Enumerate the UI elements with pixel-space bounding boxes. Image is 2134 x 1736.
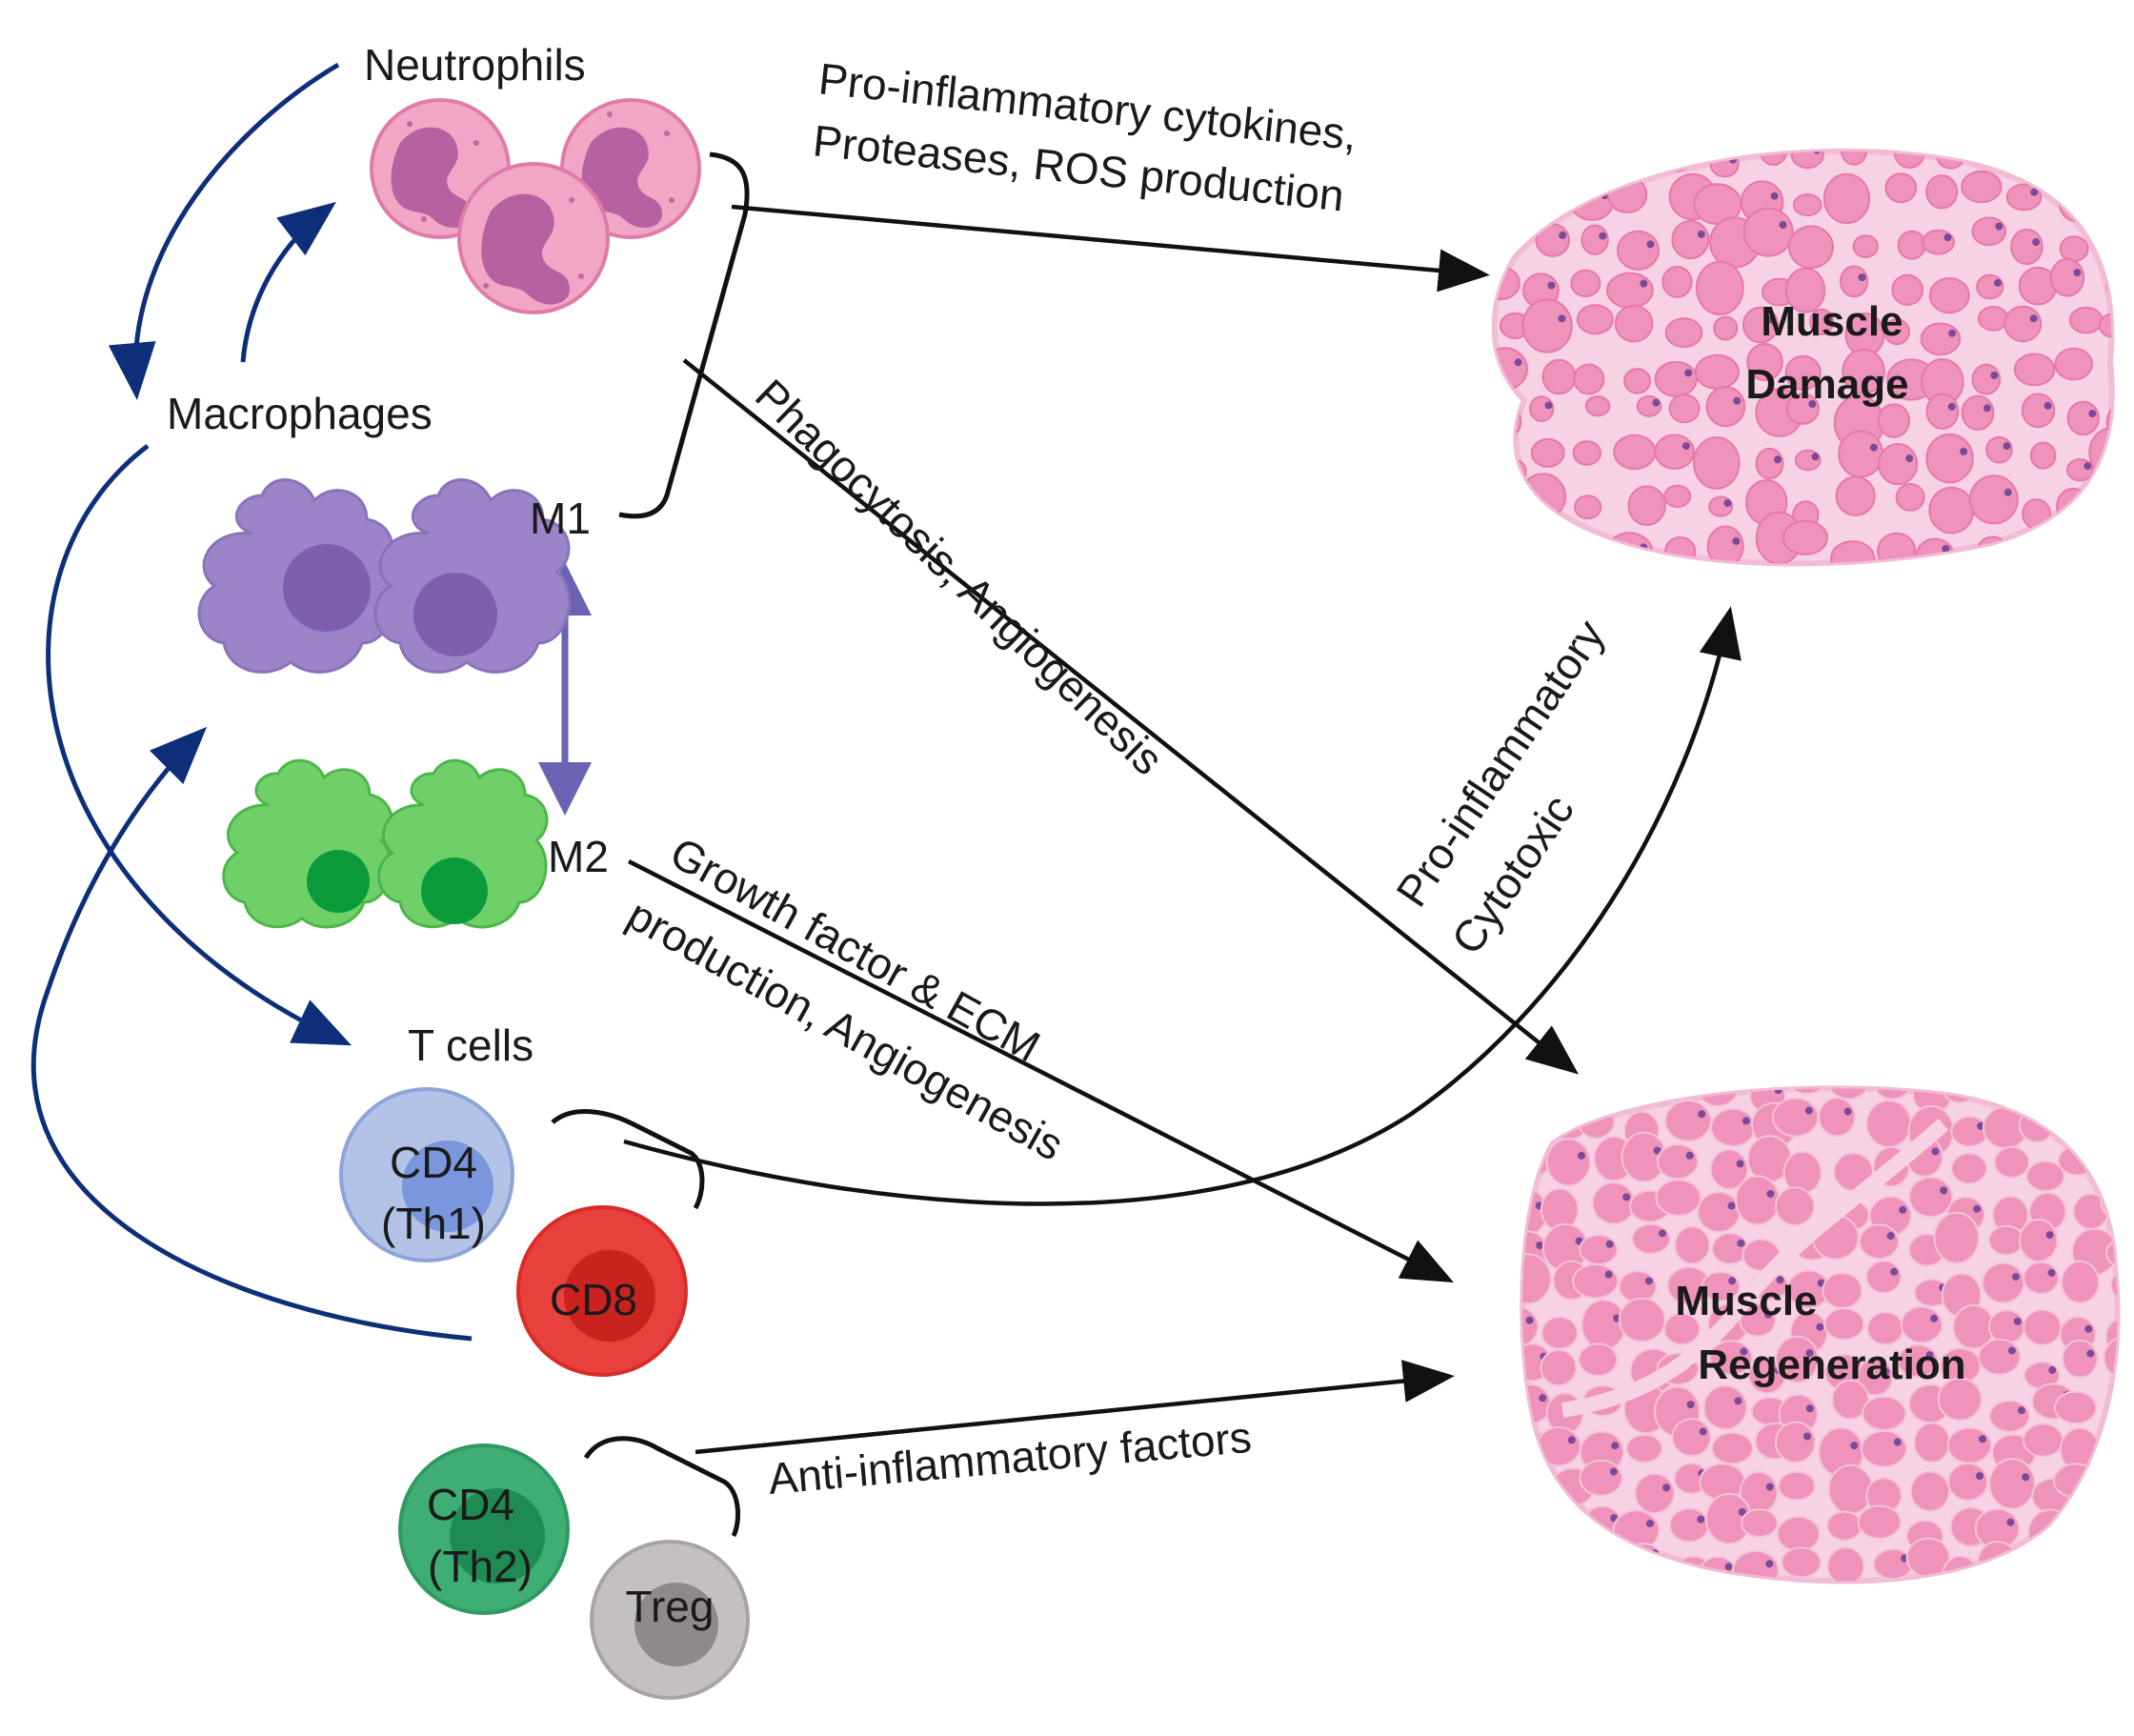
- macrophages-label: Macrophages: [167, 389, 433, 438]
- muscle-regeneration-label-line1: Muscle: [1675, 1278, 1817, 1324]
- neutro-m1-to-damage-arrow: [732, 207, 1481, 274]
- m1-label: M1: [530, 494, 591, 543]
- t-cells-label: T cells: [408, 1020, 534, 1070]
- m1-macrophage-cells: [199, 480, 570, 673]
- muscle-damage-label-line2: Damage: [1745, 361, 1908, 408]
- neutrophil-cells: [372, 100, 699, 313]
- cd4-th2-label-line1: CD4: [427, 1480, 514, 1529]
- phagocytosis-label: Phagocytosis, Angiogenesis: [746, 370, 1173, 784]
- treg-label: Treg: [626, 1582, 715, 1631]
- neutrophil-cell: [459, 164, 608, 313]
- m2-macrophage-cell: [224, 760, 392, 927]
- muscle-regeneration-label-line2: Regeneration: [1698, 1342, 1965, 1388]
- muscle-damage-label-line1: Muscle: [1761, 298, 1902, 345]
- anti-inflammatory-label: Anti-inflammatory factors: [766, 1412, 1253, 1504]
- muscle-regeneration-tissue: [1494, 1058, 2134, 1597]
- cd4-th1-label-line2: (Th1): [381, 1199, 486, 1248]
- macrophages-to-neutrophils-arrow: [243, 208, 329, 362]
- th2-treg-bracket: [586, 1439, 738, 1536]
- m2-label: M2: [548, 832, 609, 881]
- cd4-th2-label-line2: (Th2): [428, 1542, 533, 1591]
- cd4-th1-label-line1: CD4: [390, 1138, 477, 1187]
- m2-macrophage-cells: [224, 760, 547, 927]
- neutrophils-label: Neutrophils: [364, 40, 586, 90]
- muscle-damage-tissue: [1481, 117, 2134, 576]
- cd8-label: CD8: [550, 1275, 637, 1324]
- m2-to-regen-arrow: [629, 861, 1446, 1279]
- th1-cd8-bracket: [553, 1111, 702, 1208]
